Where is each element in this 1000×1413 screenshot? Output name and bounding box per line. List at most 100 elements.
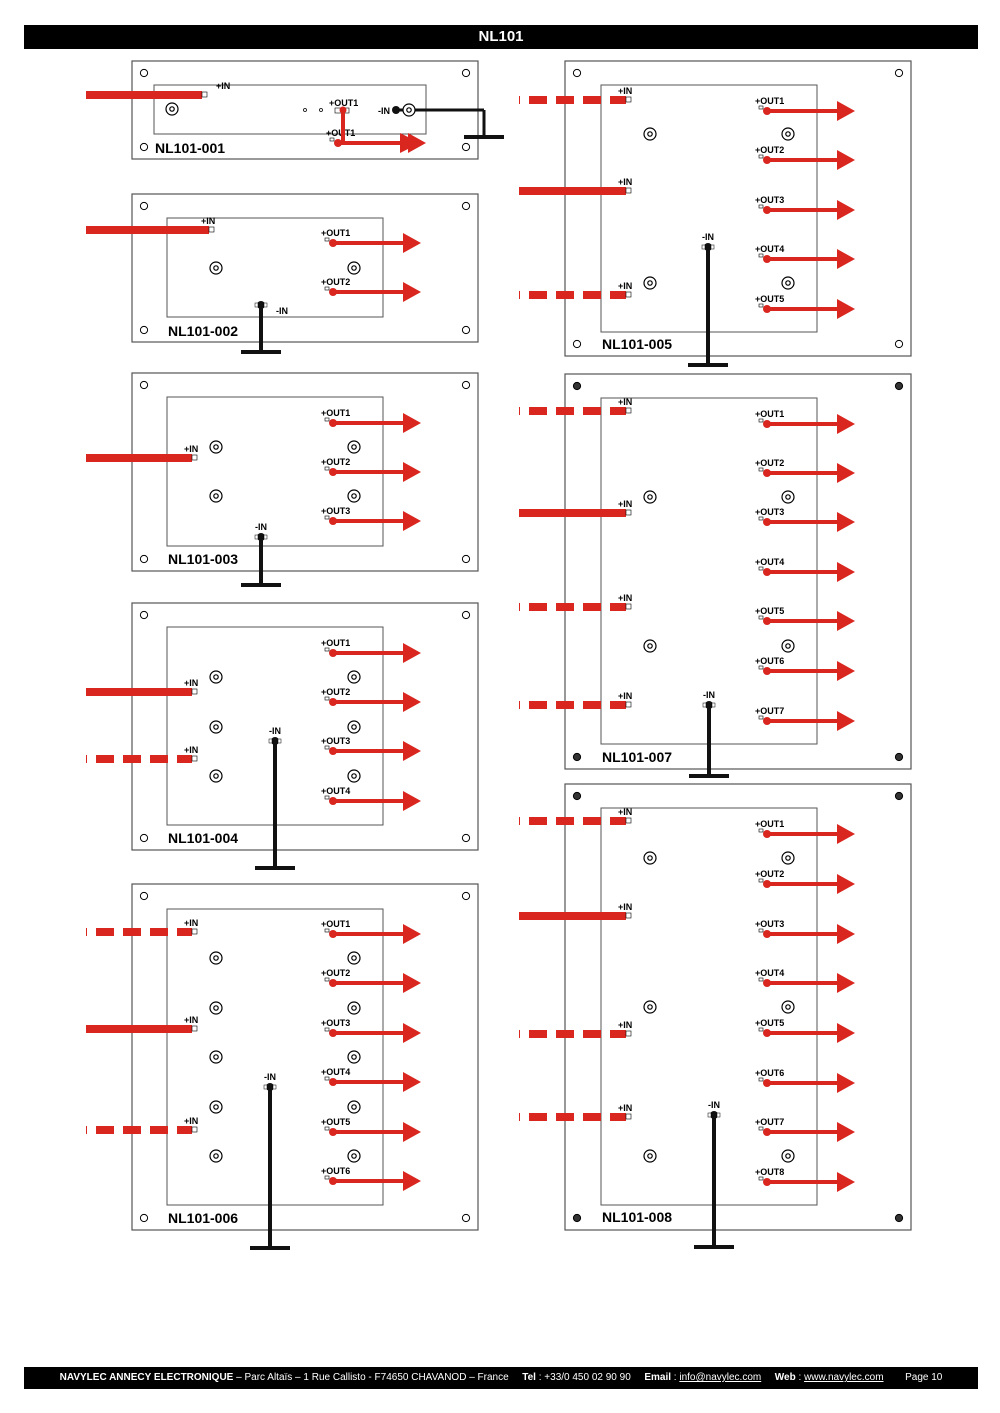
output-label: +OUT4 xyxy=(321,786,350,796)
terminal-tab xyxy=(272,1084,277,1090)
input-terminal-tab xyxy=(191,688,198,695)
mounting-hole xyxy=(461,833,471,843)
terminal-stud-center xyxy=(351,265,357,271)
output-terminal-dot xyxy=(329,1128,337,1136)
output-terminal-dot xyxy=(763,518,771,526)
output-label: +OUT6 xyxy=(321,1166,350,1176)
module-nl101-006: +IN+IN+IN+OUT1+OUT2+OUT3+OUT4+OUT5+OUT6-… xyxy=(86,883,479,1250)
module-name-label: NL101-002 xyxy=(168,323,238,339)
footer-web-link[interactable]: www.navylec.com xyxy=(804,1372,884,1383)
mounting-hole xyxy=(461,1213,471,1223)
terminal-stud-center xyxy=(785,855,791,861)
terminal-tab xyxy=(324,647,330,652)
terminal-tab xyxy=(710,244,715,250)
terminal-stud-center xyxy=(213,493,219,499)
terminal-tab xyxy=(758,878,764,883)
terminal-tab xyxy=(324,237,330,242)
output-terminal-dot xyxy=(763,568,771,576)
terminal-stud-center xyxy=(169,106,175,112)
terminal-stud-center xyxy=(785,643,791,649)
positive-input-label: +IN xyxy=(618,1103,632,1113)
output-label: +OUT3 xyxy=(755,919,784,929)
mounting-hole xyxy=(572,791,582,801)
terminal-tab xyxy=(324,466,330,471)
terminal-stud-center xyxy=(351,674,357,680)
terminal-tab xyxy=(758,828,764,833)
module-name-label: NL101-008 xyxy=(602,1209,672,1225)
output-arrow xyxy=(403,1023,421,1043)
mounting-hole xyxy=(139,380,149,390)
output-label: +OUT2 xyxy=(321,457,350,467)
output-arrow xyxy=(837,1172,855,1192)
output-terminal-dot xyxy=(763,206,771,214)
footer-page-number: Page 10 xyxy=(905,1372,943,1383)
output-terminal-dot xyxy=(763,255,771,263)
module-panel xyxy=(131,372,479,572)
positive-input-label: +IN xyxy=(184,678,198,688)
mounting-hole xyxy=(894,68,904,78)
terminal-tab xyxy=(758,665,764,670)
inner-outline xyxy=(166,908,384,1206)
output-label: +OUT5 xyxy=(321,1117,350,1127)
terminal-tab xyxy=(324,745,330,750)
mounting-hole xyxy=(572,339,582,349)
output-terminal-dot xyxy=(763,1128,771,1136)
positive-input-label: +IN xyxy=(618,86,632,96)
module-nl101-005: +IN+IN+IN+OUT1+OUT2+OUT3+OUT4+OUT5-INNL1… xyxy=(519,60,912,367)
terminal-tab xyxy=(263,534,268,540)
mounting-hole xyxy=(461,610,471,620)
positive-input-label: +IN xyxy=(184,444,198,454)
terminal-tab xyxy=(758,1027,764,1032)
mounting-hole xyxy=(139,1213,149,1223)
output-label: +OUT4 xyxy=(321,1067,350,1077)
input-terminal-tab xyxy=(625,912,632,919)
input-terminal-tab xyxy=(191,928,198,935)
terminal-stud-center xyxy=(785,131,791,137)
terminal-tab xyxy=(758,303,764,308)
terminal-tab xyxy=(711,702,716,708)
terminal-tab xyxy=(263,1084,268,1090)
output-terminal-dot xyxy=(329,419,337,427)
module-nl101-008: +IN+IN+IN+IN+OUT1+OUT2+OUT3+OUT4+OUT5+OU… xyxy=(519,783,912,1249)
output-terminal-dot xyxy=(763,667,771,675)
inner-outline xyxy=(166,217,384,318)
output-arrow xyxy=(837,200,855,220)
terminal-tab xyxy=(702,702,707,708)
output-terminal-dot xyxy=(329,468,337,476)
positive-input-label: +IN xyxy=(184,918,198,928)
terminal-stud-center xyxy=(213,1054,219,1060)
output-label: +OUT1 xyxy=(321,408,350,418)
input-terminal-tab xyxy=(191,755,198,762)
module-name-label: NL101-005 xyxy=(602,336,672,352)
terminal-stud-center xyxy=(213,444,219,450)
ground-terminal-dot xyxy=(271,737,279,745)
terminal-tab xyxy=(324,928,330,933)
output-label: +OUT1 xyxy=(321,638,350,648)
output-label: +OUT2 xyxy=(321,277,350,287)
footer-tel: : +33/0 450 02 90 90 xyxy=(538,1372,631,1383)
output-arrow xyxy=(837,1122,855,1142)
output-arrow xyxy=(400,133,420,153)
input-terminal-tab xyxy=(625,187,632,194)
output-terminal-dot xyxy=(329,1177,337,1185)
terminal-tab xyxy=(324,1076,330,1081)
mounting-hole xyxy=(894,752,904,762)
output-label: +OUT3 xyxy=(321,506,350,516)
terminal-stud-center xyxy=(647,280,653,286)
ground-terminal-dot xyxy=(705,701,713,709)
output-terminal-dot xyxy=(763,156,771,164)
input-terminal-tab xyxy=(625,509,632,516)
positive-input-label: +IN xyxy=(618,281,632,291)
negative-input-label: -IN xyxy=(702,232,714,242)
terminal-stud-center xyxy=(785,1004,791,1010)
footer-email-link[interactable]: info@navylec.com xyxy=(679,1372,762,1383)
terminal-stud-center xyxy=(351,1104,357,1110)
terminal-tab xyxy=(758,418,764,423)
output-arrow xyxy=(837,150,855,170)
mounting-hole xyxy=(139,142,149,152)
terminal-stud-center xyxy=(213,674,219,680)
module-name-label: NL101-001 xyxy=(155,140,225,156)
mounting-hole xyxy=(894,791,904,801)
output-arrow xyxy=(403,1171,421,1191)
